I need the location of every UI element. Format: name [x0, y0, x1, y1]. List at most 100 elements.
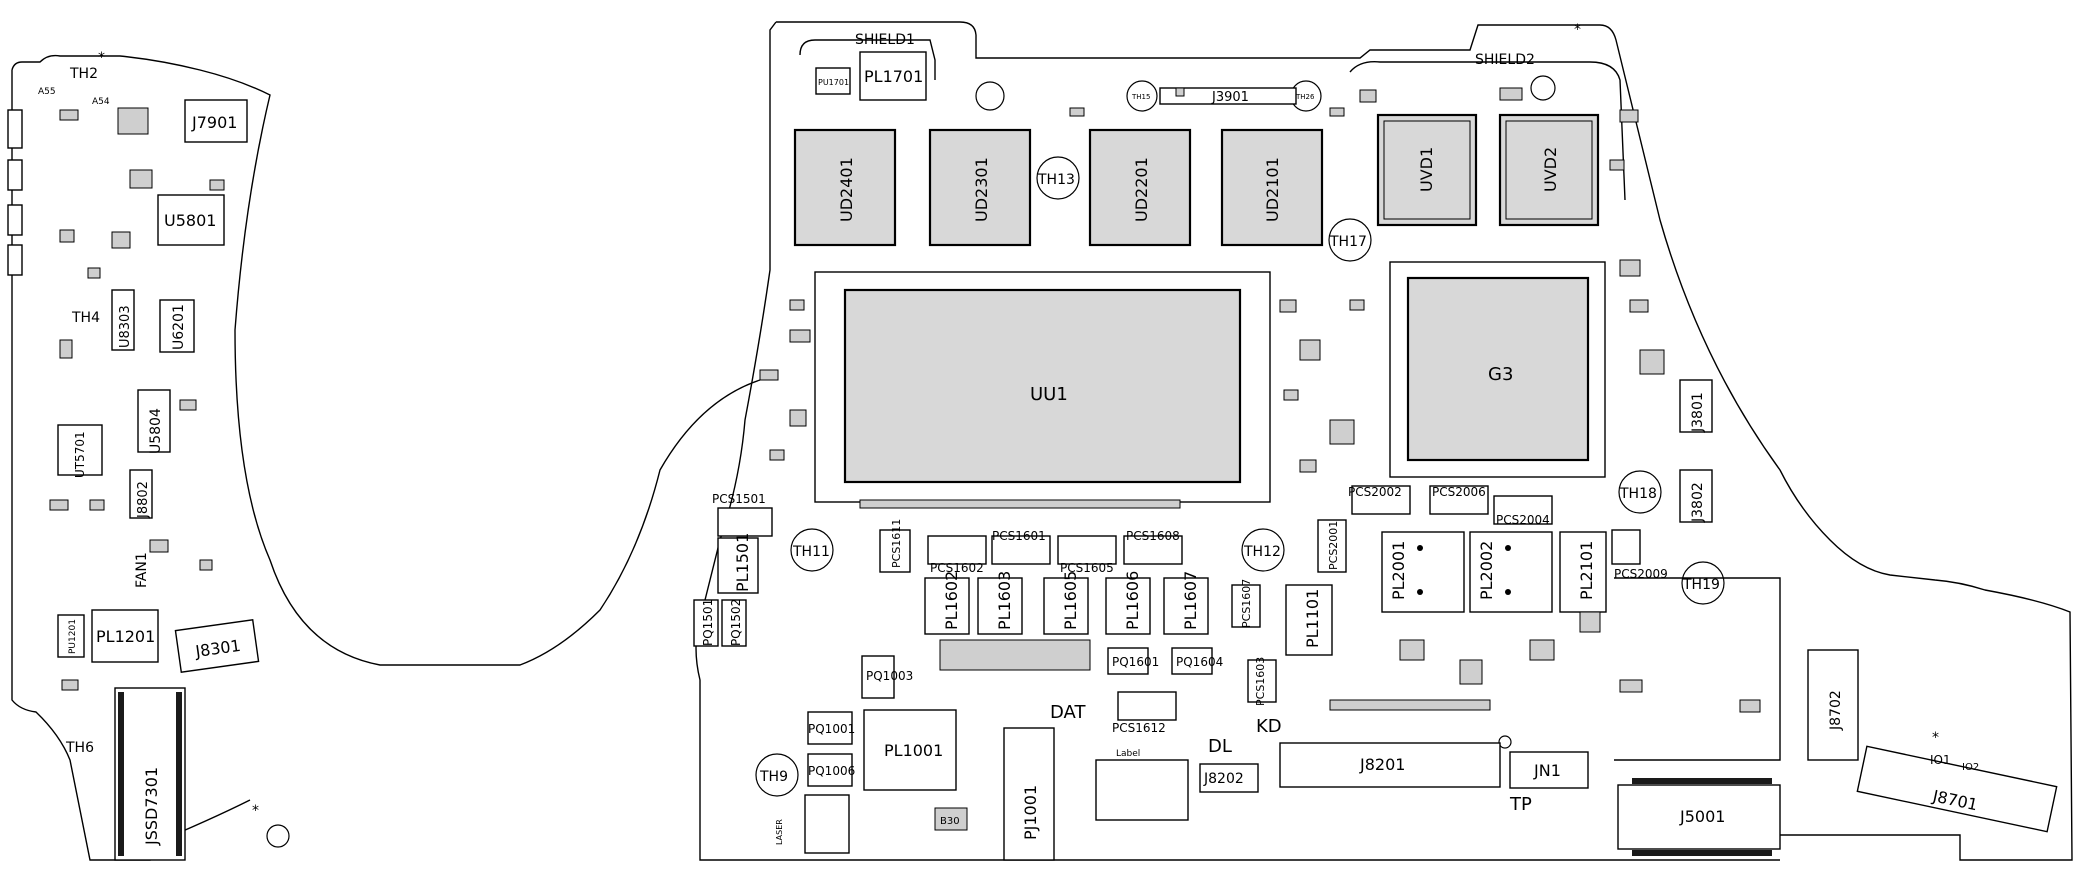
tp-label: TP: [1509, 794, 1532, 815]
laser-box: LASER: [775, 794, 850, 854]
svg-text:J5001: J5001: [1679, 807, 1725, 826]
svg-text:UD2101: UD2101: [1263, 157, 1282, 222]
io2-label: IO2: [1962, 762, 1979, 773]
uvd2-chip: UVD2: [1498, 113, 1600, 227]
svg-text:U6201: U6201: [171, 304, 187, 350]
j8301-connector: J8301: [174, 618, 260, 674]
pcs1611-cap: PCS1611: [879, 519, 911, 573]
svg-text:PCS1605: PCS1605: [1060, 561, 1114, 575]
svg-text:TH19: TH19: [1682, 577, 1720, 593]
svg-text:PL1001: PL1001: [884, 741, 943, 760]
shield2-label: SHIELD2: [1475, 52, 1535, 68]
svg-text:PCS1608: PCS1608: [1126, 529, 1180, 543]
svg-text:PQ1501: PQ1501: [701, 599, 715, 646]
th19-pad: TH19: [1681, 561, 1725, 605]
pcs1607-cap: PCS1607: [1231, 579, 1261, 628]
svg-text:PL2101: PL2101: [1577, 541, 1596, 600]
pl1603-inductor: PL1603: [977, 571, 1023, 635]
pj1001-connector: PJ1001: [1003, 727, 1055, 861]
dat-label: DAT: [1050, 702, 1086, 723]
svg-text:PCS1602: PCS1602: [930, 561, 984, 575]
svg-text:PQ1003: PQ1003: [866, 669, 913, 683]
pq1001-mosfet: PQ1001: [807, 711, 855, 745]
svg-text:PL1605: PL1605: [1061, 571, 1080, 630]
pq1006-mosfet: PQ1006: [807, 753, 855, 787]
b30-component: B30: [934, 807, 968, 831]
jssd7301-connector: JSSD7301: [114, 687, 186, 861]
usb-port-3: [7, 204, 23, 236]
mounting-hole-2: [1530, 75, 1556, 101]
svg-text:J8201: J8201: [1359, 755, 1405, 774]
svg-text:PCS1611: PCS1611: [890, 519, 903, 568]
u5804-ic: U5804: [137, 389, 171, 454]
main-small-components: [759, 87, 1761, 713]
svg-text:PL2001: PL2001: [1389, 541, 1408, 600]
pl1602-inductor: PL1602: [924, 571, 970, 635]
pu1701-ic: PU1701: [815, 67, 851, 95]
svg-text:PL1501: PL1501: [733, 533, 752, 592]
j8702-connector: J8702: [1807, 649, 1859, 761]
svg-text:JN1: JN1: [1533, 761, 1561, 780]
usb-port-2: [7, 159, 23, 191]
ud2101-chip: UD2101: [1220, 128, 1324, 247]
j3801-connector: J3801: [1679, 379, 1713, 433]
pcs1501-cap: PCS1501: [712, 492, 773, 537]
svg-text:J3901: J3901: [1211, 90, 1249, 105]
svg-text:PL1602: PL1602: [942, 571, 961, 630]
mounting-hole-3: [266, 824, 290, 848]
star-marker-2: *: [252, 803, 259, 819]
svg-text:LASER: LASER: [775, 819, 784, 845]
svg-text:UT5701: UT5701: [73, 431, 87, 478]
th9-pad: TH9: [755, 753, 799, 797]
star-marker-4: *: [1574, 22, 1581, 38]
ud2301-chip: UD2301: [928, 128, 1032, 247]
shield1-outline: [799, 39, 936, 80]
pl1605-inductor: PL1605: [1043, 571, 1089, 635]
svg-text:PCS2006: PCS2006: [1432, 485, 1486, 499]
th15-pad: TH15: [1126, 80, 1158, 112]
right-port-outline: [1614, 577, 1781, 761]
svg-text:J3802: J3802: [1690, 482, 1706, 523]
u8303-ic: U8303: [111, 289, 135, 351]
star-marker-3: *: [1932, 730, 1939, 746]
svg-text:PQ1001: PQ1001: [808, 722, 855, 736]
svg-text:U5801: U5801: [164, 211, 216, 230]
pl1101-inductor: PL1101: [1285, 584, 1333, 656]
svg-text:UD2301: UD2301: [972, 157, 991, 222]
star-marker-1: *: [98, 50, 105, 66]
svg-text:PQ1604: PQ1604: [1176, 655, 1223, 669]
svg-text:PL1603: PL1603: [995, 571, 1014, 630]
kd-label: KD: [1256, 716, 1282, 737]
left-small-components: [49, 107, 225, 691]
svg-text:U5804: U5804: [148, 408, 164, 454]
g3-label: G3: [1488, 364, 1513, 385]
j8701-connector: J8701: [1856, 745, 2058, 833]
svg-text:JSSD7301: JSSD7301: [142, 767, 161, 846]
th6-label: TH6: [65, 740, 94, 756]
svg-text:J8202: J8202: [1203, 771, 1244, 787]
pcs2006-cap: PCS2006: [1429, 485, 1489, 515]
pu1201-ic: PU1201: [57, 614, 85, 658]
shield2-outline: [1349, 61, 1626, 201]
pcs1603-cap: PCS1603: [1247, 657, 1277, 706]
svg-text:TH12: TH12: [1243, 544, 1281, 560]
svg-text:J8702: J8702: [1828, 690, 1844, 731]
th2-label: TH2: [69, 66, 98, 82]
svg-text:J7901: J7901: [191, 113, 237, 132]
svg-text:J3801: J3801: [1690, 392, 1706, 433]
svg-text:PQ1006: PQ1006: [808, 764, 855, 778]
svg-text:PCS2002: PCS2002: [1348, 485, 1402, 499]
svg-text:PU1201: PU1201: [68, 619, 78, 654]
j3901-connector: J3901: [1159, 87, 1297, 105]
svg-text:PCS1601: PCS1601: [992, 529, 1046, 543]
svg-text:PCS1612: PCS1612: [1112, 721, 1166, 735]
svg-text:PL1606: PL1606: [1123, 571, 1142, 630]
pcs2009-cap: PCS2009: [1611, 529, 1668, 581]
th17-pad: TH17: [1328, 218, 1372, 262]
label-area: Label: [1095, 749, 1189, 821]
usb-port-4: [7, 244, 23, 276]
j8802-connector: J8802: [129, 469, 153, 519]
pq1502-mosfet: PQ1502: [721, 599, 747, 647]
fan-connector: FAN1: [134, 552, 150, 588]
th12-pad: TH12: [1241, 528, 1285, 572]
